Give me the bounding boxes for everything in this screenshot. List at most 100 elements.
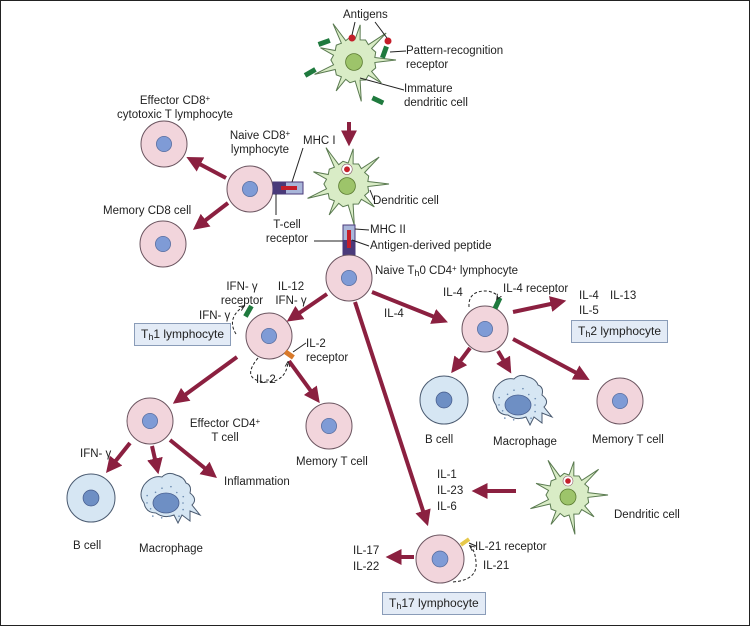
ifng-receptor-label: IFN- γ receptor bbox=[214, 280, 270, 308]
naive-th0-mid: 0 CD4 bbox=[419, 265, 453, 277]
th1-b-cell bbox=[66, 473, 116, 523]
prr-label-line1: Pattern-recognition bbox=[406, 45, 504, 57]
mhc2-label: MHC II bbox=[370, 224, 406, 236]
th2-box-pre: T bbox=[578, 324, 586, 338]
th17-box-sub: h bbox=[396, 601, 402, 611]
th2-macrophage-granule bbox=[520, 417, 523, 420]
th2-macrophage-granule bbox=[506, 393, 509, 396]
naive-th0-pre: Naive T bbox=[375, 265, 415, 277]
arrow-to-inflammation bbox=[168, 438, 217, 479]
effector-cd8-sup: + bbox=[205, 94, 211, 103]
th17-dendritic-cell-antigen bbox=[565, 478, 571, 484]
th1-macrophage-label: Macrophage bbox=[139, 543, 203, 555]
arrow-to-effector-cd8 bbox=[186, 157, 227, 180]
th1-macrophage-nucleus bbox=[152, 492, 180, 514]
th1-macrophage-granule bbox=[178, 515, 180, 517]
th2-macrophage-granule bbox=[534, 410, 536, 413]
memory-cd8-cell bbox=[139, 220, 187, 268]
th1-inducer-1: IL-12 bbox=[277, 281, 305, 293]
mhc1-leader bbox=[291, 147, 304, 183]
th2-memory-label: Memory T cell bbox=[592, 434, 664, 446]
naive-th0-cell-nucleus bbox=[341, 270, 357, 286]
arrow-to-th2 bbox=[371, 290, 448, 324]
antigens-label: Antigens bbox=[343, 9, 388, 21]
th2-loop-label: IL-4 bbox=[443, 287, 463, 299]
arrow-to-th1-memory bbox=[287, 359, 320, 404]
naive-cd8-cell bbox=[226, 165, 274, 213]
th2-macrophage-nucleus bbox=[504, 394, 532, 416]
naive-cd8-line2: lymphocyte bbox=[230, 144, 290, 156]
effector-cd4-cell-nucleus bbox=[142, 413, 158, 429]
naive-cd8-label: Naive CD8+ lymphocyte bbox=[222, 129, 298, 157]
th2-macrophage-label: Macrophage bbox=[493, 436, 557, 448]
arrow-to-th1-macrophage bbox=[147, 445, 163, 475]
th1-macrophage-granule bbox=[170, 485, 172, 488]
th1-macrophage-granule bbox=[182, 508, 184, 511]
effector-cd8-label: Effector CD8+ cytotoxic T lymphocyte bbox=[100, 94, 250, 122]
effector-cd8-line2: cytotoxic T lymphocyte bbox=[117, 109, 233, 121]
th17-cell bbox=[415, 534, 465, 584]
ifng-receptor-line2: receptor bbox=[220, 295, 264, 307]
prr-label-line2: receptor bbox=[406, 59, 449, 71]
th2-b-cell bbox=[419, 375, 469, 425]
immature-leader bbox=[359, 77, 405, 91]
ifng-loop-label: IFN- γ bbox=[199, 310, 231, 322]
th2-cell bbox=[461, 305, 509, 353]
th17-box-post: 17 lymphocyte bbox=[401, 596, 479, 610]
th2-b-cell-label: B cell bbox=[425, 434, 454, 446]
il21-receptor-icon bbox=[459, 537, 471, 547]
immature-dendritic-cell bbox=[314, 23, 397, 102]
th1-macrophage bbox=[140, 472, 202, 525]
antigen-icon bbox=[384, 37, 392, 45]
th1-memory-cell-nucleus bbox=[321, 418, 337, 434]
ifng-receptor-line1: IFN- γ bbox=[226, 281, 258, 293]
th1-macrophage-granule bbox=[175, 491, 178, 494]
th1-cell bbox=[245, 312, 293, 360]
th1-macrophage-granule bbox=[152, 515, 154, 517]
il2-loop-arrow bbox=[250, 357, 288, 383]
th1-inducer-2: IFN- γ bbox=[275, 295, 307, 307]
th2-memory-cell-nucleus bbox=[612, 393, 628, 409]
arrow-to-th1 bbox=[286, 292, 329, 322]
effector-cd8-line1: Effector CD8 bbox=[139, 95, 206, 107]
memory-cd8-cell-nucleus bbox=[155, 236, 171, 252]
peptide-label: Antigen-derived peptide bbox=[370, 240, 492, 252]
arrow-to-th17 bbox=[353, 301, 431, 527]
th2-macrophage-granule bbox=[498, 404, 500, 406]
il21-loop-label: IL-21 bbox=[483, 560, 510, 572]
immature-dendritic-cell-nucleus bbox=[345, 53, 363, 71]
th1-macrophage-granule bbox=[182, 502, 184, 504]
naive-th0-cell bbox=[325, 254, 373, 302]
th1-macrophage-granule bbox=[154, 491, 157, 494]
th1-b-cell-nucleus bbox=[82, 489, 100, 507]
th1-memory-label: Memory T cell bbox=[296, 456, 368, 468]
th1-box-pre: T bbox=[141, 327, 149, 341]
arrow-th2-secreted bbox=[512, 296, 567, 314]
th2-macrophage-granule bbox=[527, 393, 530, 396]
prr-receptor-icon bbox=[371, 95, 385, 106]
th17-lymphocyte-box: Th17 lymphocyte bbox=[382, 592, 486, 615]
immature-dc-line2: dendritic cell bbox=[404, 97, 468, 109]
naive-cd8-sup: + bbox=[285, 129, 291, 138]
th2-macrophage-granule bbox=[501, 410, 504, 412]
th17-secreted-1: IL-17 bbox=[353, 545, 380, 557]
th1-macrophage-granule bbox=[160, 517, 163, 519]
tcr-line2: receptor bbox=[265, 233, 309, 245]
il21-loop-arrow bbox=[452, 546, 477, 583]
th17-box-pre: T bbox=[389, 596, 397, 610]
mhc2-leader bbox=[354, 228, 370, 231]
naive-cd8-line1: Naive CD8 bbox=[229, 130, 286, 142]
peptide-mhc2-icon bbox=[347, 230, 351, 248]
antigen-icon bbox=[348, 34, 356, 42]
th2-macrophage-granule bbox=[498, 396, 500, 399]
prr-receptor-icon bbox=[317, 38, 331, 47]
th2-macrophage-granule bbox=[513, 389, 515, 391]
il2-receptor-line2: receptor bbox=[306, 352, 349, 364]
il2-receptor-label: IL-2 receptor bbox=[306, 337, 348, 365]
th1-macrophage-granule bbox=[182, 495, 185, 498]
th2-macrophage-granule bbox=[522, 387, 524, 390]
th2-secreted-2: IL-13 bbox=[610, 290, 637, 302]
effector-cd4-label: Effector CD4+ T cell bbox=[180, 417, 270, 445]
naive-th0-sup: + bbox=[452, 264, 457, 273]
